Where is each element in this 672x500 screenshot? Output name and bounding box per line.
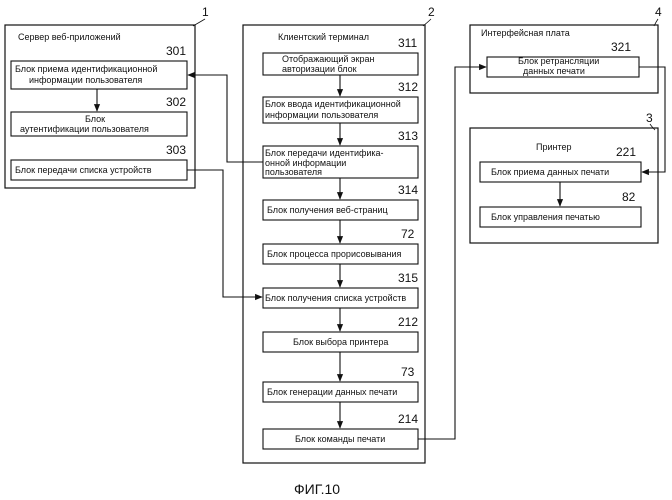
block-221-ref: 221 xyxy=(616,145,636,159)
block-73-line-1: Блок генерации данных печати xyxy=(267,387,397,397)
block-312-ref: 312 xyxy=(398,80,418,94)
block-321-line-2: данных печати xyxy=(523,66,585,76)
block-301-ref: 301 xyxy=(166,44,186,58)
printer-ref: 3 xyxy=(646,111,653,125)
printer-title: Принтер xyxy=(536,142,572,152)
block-214-ref: 214 xyxy=(398,412,418,426)
block-314-line-1: Блок получения веб-страниц xyxy=(267,205,388,215)
block-311-line-2: авторизации блок xyxy=(282,64,357,74)
interface-board-title: Интерфейсная плата xyxy=(481,28,570,38)
block-311-ref: 311 xyxy=(398,36,417,50)
block-301-line-1: Блок приема идентификационной xyxy=(15,64,157,74)
block-314-ref: 314 xyxy=(398,183,418,197)
block-321-line-1: Блок ретрансляции xyxy=(518,56,599,66)
client-terminal-leader xyxy=(423,19,431,26)
client-terminal-title: Клиентский терминал xyxy=(278,32,369,42)
web-server-leader xyxy=(193,19,205,26)
block-312-line-2: информации пользователя xyxy=(265,110,378,120)
block-315-ref: 315 xyxy=(398,271,418,285)
interface-board-ref: 4 xyxy=(655,5,662,19)
block-82-ref: 82 xyxy=(622,190,636,204)
web-server-ref: 1 xyxy=(202,5,209,19)
figure-caption: ФИГ.10 xyxy=(294,481,340,497)
block-303-line-1: Блок передачи списка устройств xyxy=(15,165,152,175)
arrow-214-to-321 xyxy=(418,67,486,439)
block-212-ref: 212 xyxy=(398,315,418,329)
block-311-line-1: Отображающий экран xyxy=(282,54,374,64)
block-302-line-1: Блок xyxy=(85,114,105,124)
block-221-line-1: Блок приема данных печати xyxy=(491,167,609,177)
block-212-line-1: Блок выбора принтера xyxy=(293,337,388,347)
arrow-313-to-301 xyxy=(188,75,263,162)
client-terminal-ref: 2 xyxy=(428,5,435,19)
block-303-ref: 303 xyxy=(166,143,186,157)
block-321-ref: 321 xyxy=(611,40,631,54)
block-72-ref: 72 xyxy=(401,227,415,241)
block-72-line-1: Блок процесса прорисовывания xyxy=(267,249,402,259)
web-server-title: Сервер веб-приложений xyxy=(18,32,121,42)
block-302-line-2: аутентификации пользователя xyxy=(20,124,149,134)
block-301-line-2: информации пользователя xyxy=(29,75,142,85)
block-313-ref: 313 xyxy=(398,129,418,143)
block-313-line-1: Блок передачи идентифика- xyxy=(265,148,384,158)
arrow-303-to-315 xyxy=(187,170,262,297)
block-73-ref: 73 xyxy=(401,365,415,379)
block-315-line-1: Блок получения списка устройств xyxy=(265,293,406,303)
block-302-ref: 302 xyxy=(166,95,186,109)
block-214-line-1: Блок команды печати xyxy=(295,434,385,444)
block-312-line-1: Блок ввода идентификационной xyxy=(265,99,401,109)
block-82-line-1: Блок управления печатью xyxy=(491,212,600,222)
block-313-line-3: пользователя xyxy=(265,167,322,177)
